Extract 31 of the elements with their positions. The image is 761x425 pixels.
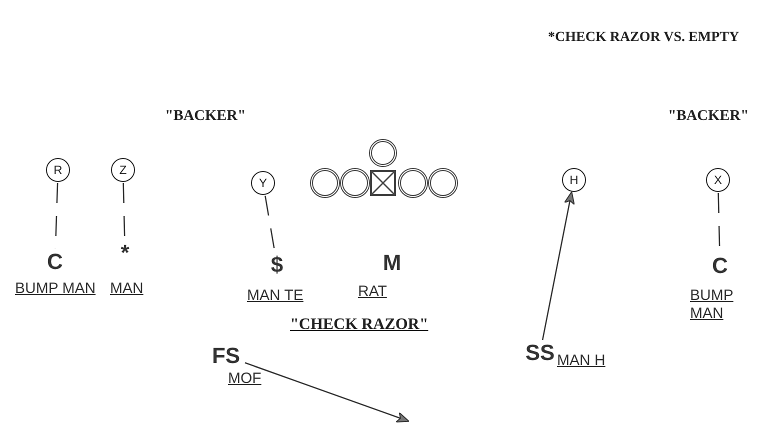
assignment-label: MAN H [557,352,606,370]
assignment-label: MOF [228,370,262,388]
player-circle: R [46,158,70,182]
call-label: "CHECK RAZOR" [290,316,428,334]
defender-symbol: SS [522,341,558,365]
route-arrow [542,191,575,340]
lineman-circle [398,168,428,198]
assignment-label: BUMP MAN [15,280,96,298]
defender-symbol: FS [208,344,244,368]
route-arrow [244,362,410,422]
lineman-circle [310,168,340,198]
defender-symbol: * [118,244,132,262]
defender-symbol: C [45,250,65,274]
note-label: "BACKER" [668,108,749,125]
player-circle: Y [251,171,275,195]
player-circle: H [562,168,586,192]
note-label: *CHECK RAZOR VS. EMPTY [548,30,740,46]
note-label: "BACKER" [165,108,246,125]
center-square [370,170,396,196]
assignment-label: MAN TE [247,287,304,305]
assignment-label: MAN [110,280,144,298]
assignment-label: BUMP MAN [690,287,734,323]
player-circle: X [706,168,730,192]
lineman-circle [428,168,458,198]
defender-symbol: M [380,251,404,275]
lineman-circle [340,168,370,198]
defender-symbol: C [710,254,730,278]
lineman-circle [369,139,397,167]
player-circle: Z [111,158,135,182]
assignment-label: RAT [358,283,387,301]
defender-symbol: $ [267,253,287,277]
